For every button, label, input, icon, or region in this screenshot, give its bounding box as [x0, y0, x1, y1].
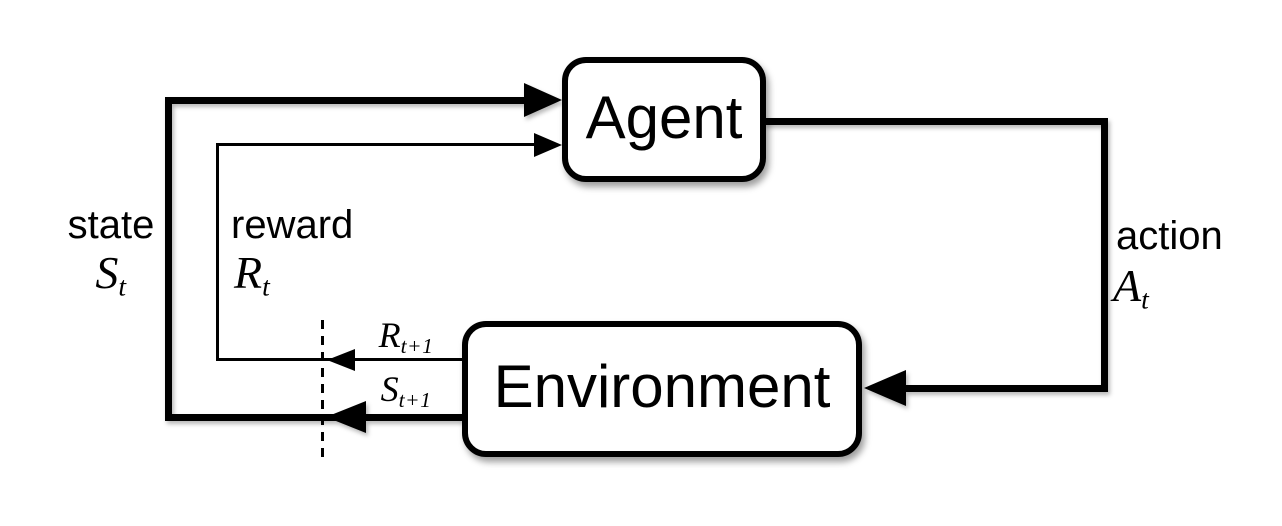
- environment-node: Environment: [462, 321, 862, 457]
- reward-line-top: [216, 143, 536, 146]
- state-word-label: state: [67, 203, 155, 247]
- next-reward-label: Rt+1: [348, 317, 464, 358]
- next-reward-subscript: t+1: [400, 334, 434, 359]
- next-state-subscript: t+1: [398, 388, 432, 413]
- reward-symbol: R: [234, 247, 263, 298]
- reward-line-bottom: [216, 358, 462, 361]
- time-step-divider: [321, 320, 324, 462]
- agent-node: Agent: [562, 57, 766, 182]
- action-line-top: [764, 118, 1108, 125]
- agent-label: Agent: [585, 83, 743, 151]
- state-symbol-label: St: [56, 247, 166, 302]
- state-line-top: [165, 97, 527, 104]
- environment-label: Environment: [493, 353, 831, 420]
- action-symbol: A: [1113, 260, 1142, 311]
- reward-line-left: [216, 143, 219, 361]
- next-state-label: St+1: [348, 371, 464, 412]
- action-line-right: [1101, 118, 1108, 392]
- state-symbol: S: [95, 247, 119, 298]
- state-symbol-subscript: t: [118, 270, 127, 302]
- state-line-bottom: [165, 414, 462, 421]
- reward-arrowhead-into-agent: [534, 133, 562, 157]
- action-arrowhead-into-environment: [864, 370, 906, 406]
- action-word-label: action: [1116, 214, 1223, 258]
- reward-word-label: reward: [231, 203, 354, 247]
- reward-symbol-subscript: t: [262, 270, 271, 302]
- state-line-left: [165, 97, 172, 421]
- action-symbol-subscript: t: [1141, 283, 1150, 315]
- next-reward-symbol: R: [378, 315, 401, 355]
- state-arrowhead-into-agent: [524, 83, 562, 117]
- next-state-symbol: S: [380, 369, 399, 409]
- action-symbol-label: At: [1113, 260, 1150, 315]
- action-line-bottom: [902, 385, 1108, 392]
- reward-symbol-label: Rt: [234, 247, 271, 302]
